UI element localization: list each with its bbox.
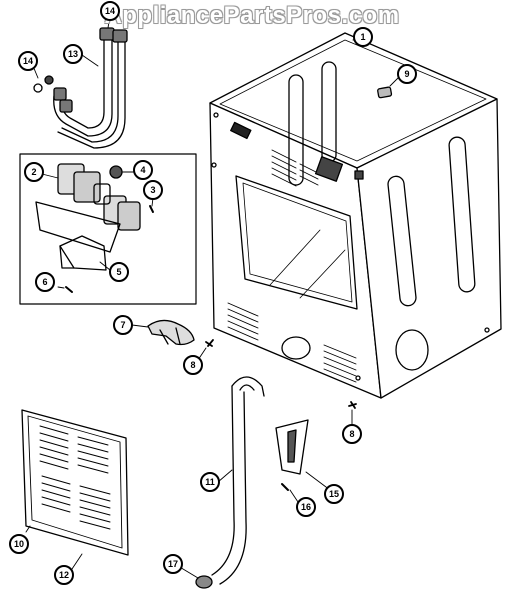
callout-11: 11 [200, 472, 220, 492]
callout-7: 7 [113, 315, 133, 335]
water-valve-icon [35, 163, 154, 293]
callout-17: 17 [163, 554, 183, 574]
callout-12: 12 [54, 565, 74, 585]
screw-icon [205, 339, 357, 409]
callout-8a: 8 [183, 355, 203, 375]
callout-14b: 14 [100, 1, 120, 21]
cabinet-icon [209, 32, 502, 399]
callout-13: 13 [63, 44, 83, 64]
callout-4: 4 [133, 160, 153, 180]
rear-panel-icon [21, 409, 129, 556]
callout-5: 5 [109, 262, 129, 282]
hose-assembly-icon [33, 27, 128, 149]
callout-2: 2 [24, 162, 44, 182]
callout-6: 6 [35, 272, 55, 292]
callout-16: 16 [296, 497, 316, 517]
callout-9: 9 [397, 64, 417, 84]
callout-1: 1 [353, 27, 373, 47]
callout-3: 3 [143, 180, 163, 200]
hose-clip-bracket-icon [275, 419, 309, 491]
drain-hose-icon [195, 376, 265, 589]
callout-8b: 8 [342, 424, 362, 444]
callout-10: 10 [9, 534, 29, 554]
callout-15: 15 [324, 484, 344, 504]
watermark-logo: AppliancePartsPros.com [104, 2, 400, 29]
wire-clip-icon [147, 319, 195, 346]
callout-14a: 14 [18, 51, 38, 71]
